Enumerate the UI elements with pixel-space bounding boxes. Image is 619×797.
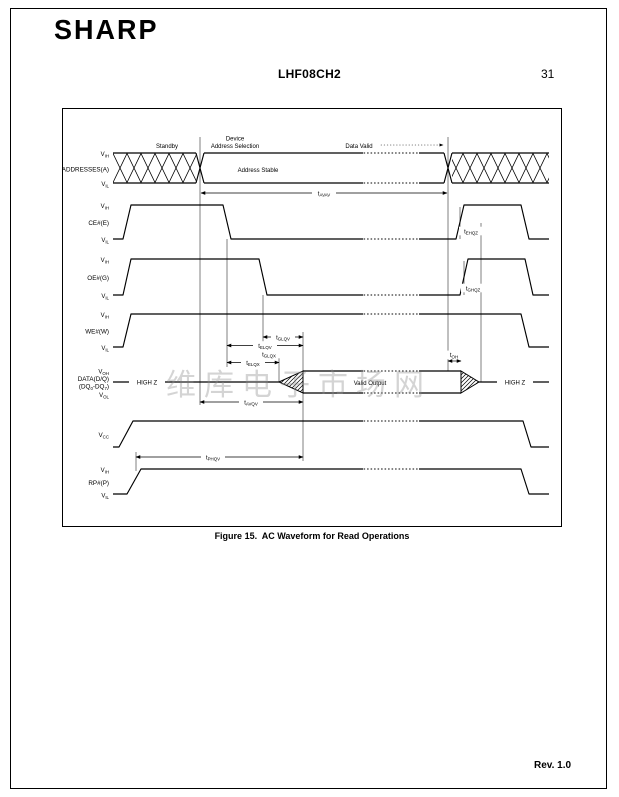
- data-turnoff-hatch: [460, 370, 480, 394]
- oe-name: OE#(G): [87, 275, 109, 282]
- timing-labels: tAVAV tEHQZ tGHQZ tGLQV tELQV tGLQX tELQ…: [201, 188, 485, 462]
- phase-annotations: Standby Device Address Selection Data Va…: [156, 137, 444, 150]
- phase-address-selection: Address Selection: [211, 144, 259, 150]
- time-break-region: [363, 151, 419, 473]
- valid-output-label: Valid Output: [354, 381, 387, 387]
- telqx-label: tELQX: [246, 361, 259, 367]
- ce-line: [113, 204, 549, 240]
- rp-waveform: [113, 468, 549, 495]
- doc-title: LHF08CH2: [277, 67, 342, 81]
- tavqv-label-bg: [239, 397, 263, 407]
- address-invalid-hatch-left: [113, 153, 196, 183]
- page-border: [10, 8, 607, 789]
- address-stable-label: Address Stable: [238, 168, 279, 174]
- data-vol-label: VOL: [99, 393, 109, 399]
- ce-waveform: [113, 204, 549, 240]
- we-vil-label: VIL: [101, 346, 109, 352]
- brand-logo: SHARP: [54, 14, 159, 46]
- phase-data-valid: Data Valid: [345, 144, 372, 150]
- tglqx-label-bg: [257, 349, 281, 359]
- vcc-name: VCC: [98, 432, 109, 439]
- tghqz-label: tGHQZ: [466, 286, 481, 292]
- toh-label: tOH: [450, 353, 458, 359]
- oe-vil-label: VIL: [101, 294, 109, 300]
- tavav-label-bg: [312, 188, 336, 198]
- telqv-label-bg: [253, 341, 277, 350]
- revision-label: Rev. 1.0: [534, 760, 572, 771]
- timing-diagram: Standby Device Address Selection Data Va…: [62, 108, 562, 527]
- telqv-label: tELQV: [258, 344, 271, 350]
- highz-left-bg: [129, 376, 165, 387]
- we-line: [113, 313, 549, 348]
- tglqx-label: tGLQX: [262, 352, 276, 358]
- we-vih-label: VIH: [101, 313, 109, 319]
- wave-labels: Address Stable HIGH Z Valid Output HIGH …: [129, 168, 533, 387]
- rp-name: RP#(P): [88, 480, 109, 487]
- addresses-vil-label: VIL: [101, 182, 109, 188]
- highz-left-label: HIGH Z: [137, 381, 158, 387]
- rp-vil-label: VIL: [101, 494, 109, 500]
- measurement-guide-lines: [135, 137, 482, 471]
- time-break-mask: [363, 151, 419, 473]
- signal-labels: VIH ADDRESSES(A) VIL VIH CE#(E) VIL VIH …: [62, 152, 110, 500]
- figure-caption: Figure 15. AC Waveform for Read Operatio…: [214, 531, 410, 541]
- oe-vih-label: VIH: [101, 258, 109, 264]
- tavqv-label: tAVQV: [244, 400, 258, 406]
- tglqv-label-bg: [271, 332, 295, 342]
- ce-vil-label: VIL: [101, 238, 109, 244]
- toh-label-bg: [445, 350, 463, 360]
- tehqz-label: tEHQZ: [464, 229, 478, 235]
- phase-device: Device: [226, 137, 245, 143]
- rp-line: [113, 468, 549, 495]
- rp-vih-label: VIH: [101, 468, 109, 474]
- page-number: 31: [541, 67, 555, 81]
- data-name-line2: (DQ0-DQ7): [79, 384, 109, 391]
- addresses-waveform: [113, 152, 549, 184]
- highz-right-bg: [497, 376, 533, 387]
- data-waveform: [113, 370, 549, 394]
- data-voh-label: VOH: [98, 370, 109, 376]
- addresses-name: ADDRESSES(A): [62, 167, 109, 174]
- vcc-line: [113, 420, 549, 448]
- tphqv-label-bg: [201, 452, 225, 462]
- ce-name: CE#(E): [88, 220, 109, 227]
- tehqz-label-bg: [459, 226, 483, 236]
- data-turnon-hatch: [277, 370, 304, 394]
- we-waveform: [113, 313, 549, 348]
- tglqv-label: tGLQV: [276, 335, 290, 341]
- we-name: WE#(W): [85, 329, 109, 336]
- tavav-label: tAVAV: [318, 191, 330, 197]
- address-invalid-hatch-right: [452, 153, 549, 183]
- addresses-vih-label: VIH: [101, 152, 109, 158]
- phase-standby: Standby: [156, 144, 178, 150]
- ce-vih-label: VIH: [101, 204, 109, 210]
- highz-right-label: HIGH Z: [505, 381, 526, 387]
- tghqz-label-bg: [461, 283, 485, 293]
- timing-arrows: [135, 191, 482, 459]
- tphqv-label: tPHQV: [206, 455, 220, 461]
- vcc-waveform: [113, 420, 549, 448]
- telqx-label-bg: [241, 358, 265, 367]
- data-name-line1: DATA(D/Q): [78, 376, 109, 383]
